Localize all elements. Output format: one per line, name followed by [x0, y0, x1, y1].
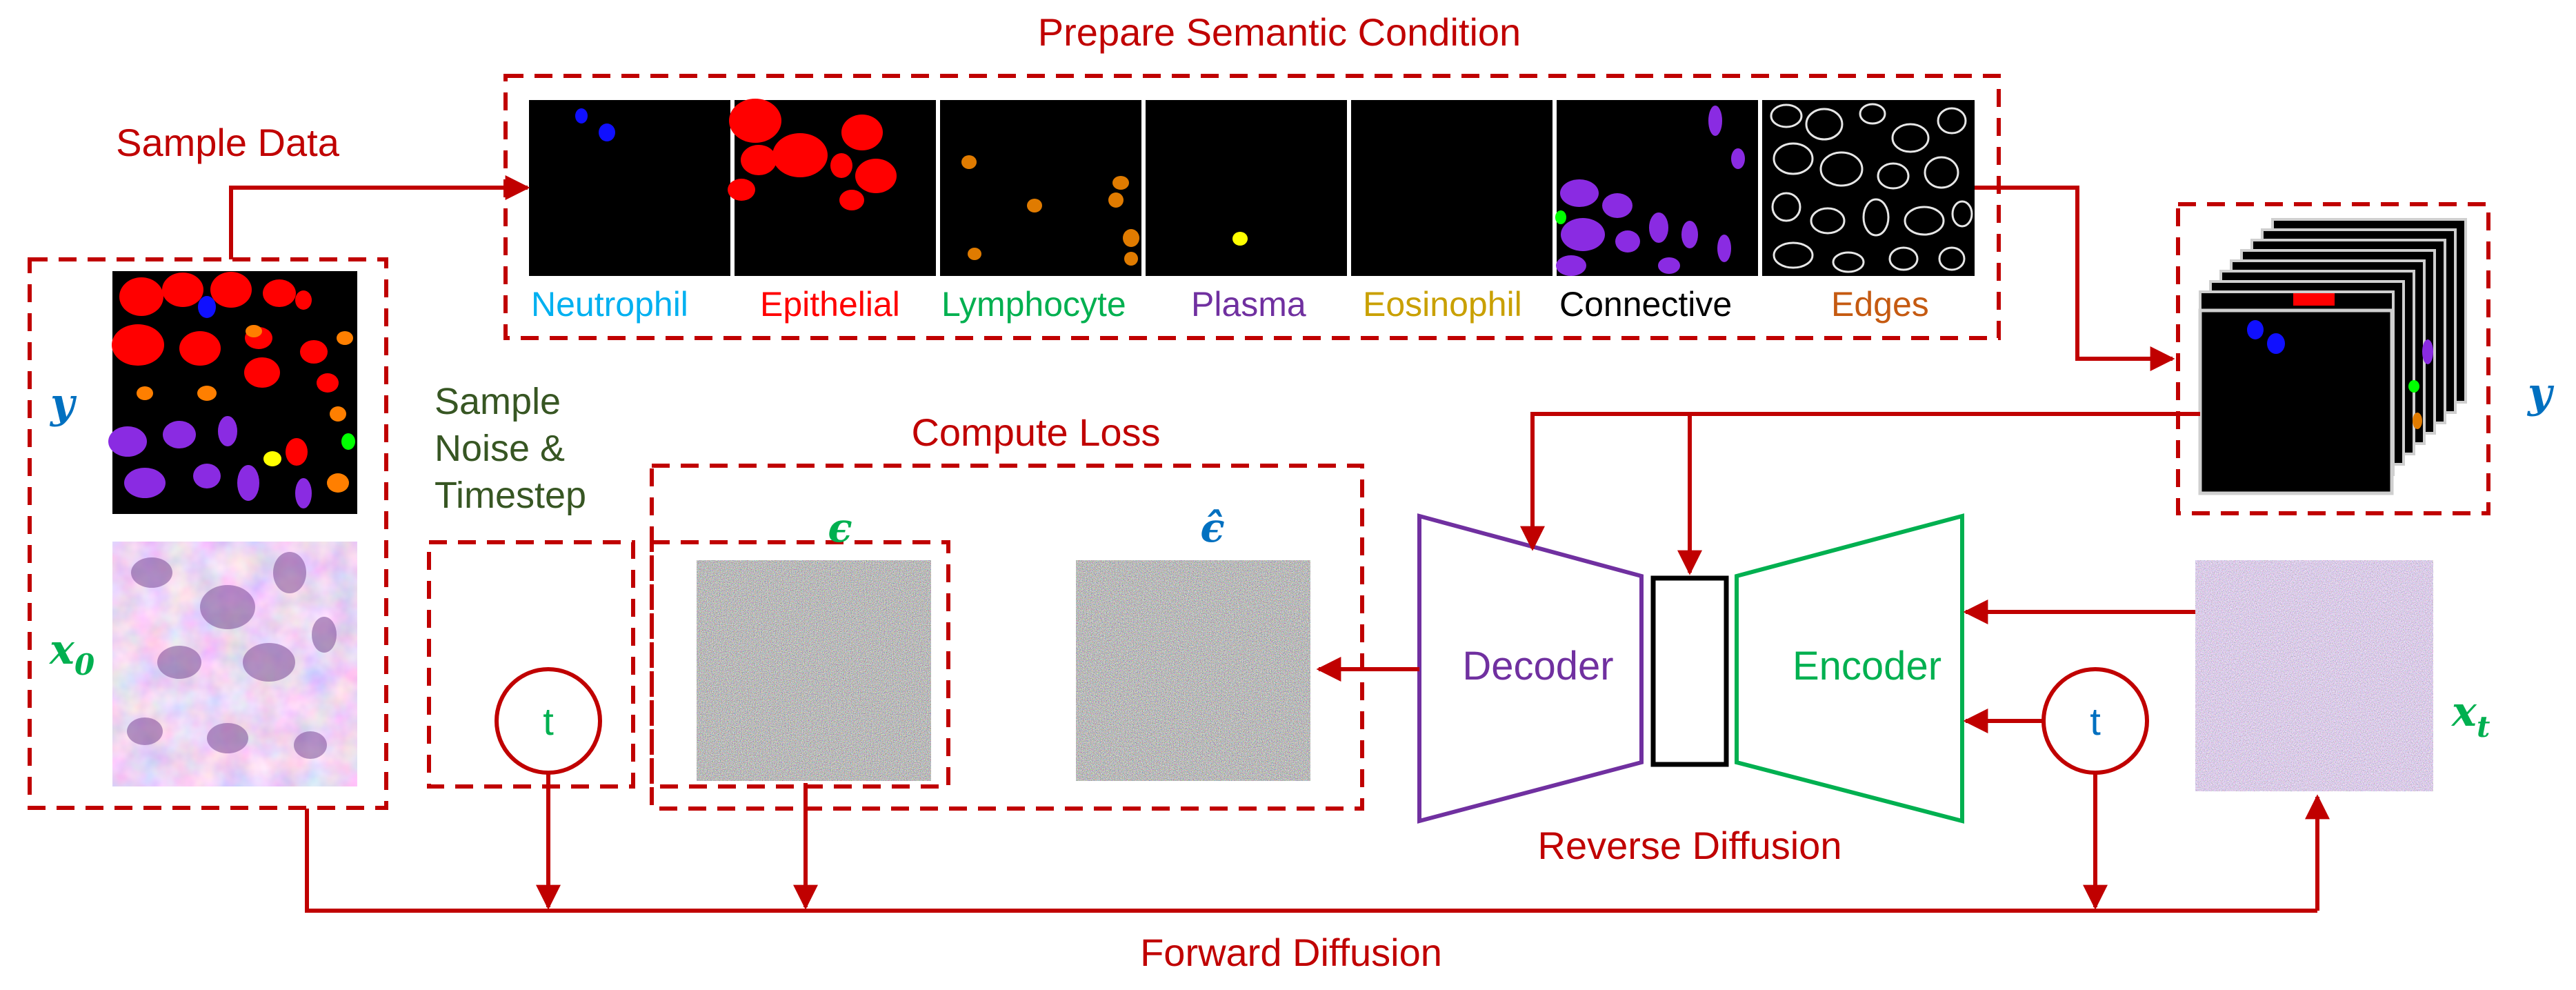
semantic-condition-box [503, 74, 2001, 340]
map-neutrophil [529, 100, 730, 276]
map-plasma [1146, 100, 1347, 276]
epsilon-hat-label: ϵ̂ [1200, 504, 1224, 551]
sample-noise-line1: Sample [435, 381, 561, 422]
sample-data-title: Sample Data [116, 121, 340, 164]
arrow-sample-to-semantic [229, 175, 530, 259]
sample-noise-box [427, 540, 635, 789]
sample-data-box [28, 257, 388, 810]
map-edges [1762, 100, 1975, 276]
xt-subscript: t [2477, 710, 2490, 744]
epsilon-label: ϵ [828, 504, 852, 551]
sample-noise-line3: Timestep [435, 475, 586, 516]
forward-diffusion-line [305, 809, 2317, 913]
sample-noise-title: Sample Noise & Timestep [435, 381, 586, 516]
class-labels: Neutrophil Epithelial Lymphocyte Plasma … [531, 285, 1929, 324]
noise-image-epsilon [697, 560, 931, 781]
encoder-label: Encoder [1793, 644, 1941, 689]
stacked-masks [2198, 218, 2467, 495]
class-label-eosinophil: Eosinophil [1363, 285, 1522, 324]
class-label-connective: Connective [1559, 285, 1732, 324]
stacked-masks-box [2176, 202, 2490, 515]
xt-symbol: x [2450, 688, 2477, 736]
map-lymphocyte [940, 100, 1141, 276]
epsilon-box [650, 540, 950, 789]
y-label-right: y [2526, 369, 2555, 417]
map-eosinophil [1351, 100, 1552, 276]
timestep-t-left: t [543, 700, 554, 743]
x0-subscript: 0 [74, 648, 94, 682]
arrow-semantic-to-stack [1975, 186, 2175, 371]
forward-diffusion-label: Forward Diffusion [1140, 931, 1442, 974]
noisy-image-xt [2195, 560, 2433, 791]
class-label-edges: Edges [1831, 285, 1929, 324]
bottleneck-block [1650, 575, 1729, 767]
xt-label: x t [2450, 688, 2490, 744]
semantic-maps-row [529, 99, 1975, 276]
mask-image-y [108, 271, 357, 514]
timestep-t-right: t [2090, 700, 2101, 743]
class-label-plasma: Plasma [1191, 285, 1306, 324]
reverse-diffusion-label: Reverse Diffusion [1538, 824, 1842, 867]
y-label-left: y [49, 379, 77, 428]
x0-label: x 0 [48, 626, 94, 682]
map-epithelial [728, 99, 936, 276]
compute-loss-title: Compute Loss [911, 410, 1160, 454]
class-label-epithelial: Epithelial [760, 285, 900, 324]
decoder-trapezoid [1417, 513, 1644, 824]
decoder-label: Decoder [1462, 644, 1613, 689]
noise-image-epsilon-hat [1076, 560, 1310, 781]
class-label-lymphocyte: Lymphocyte [941, 285, 1126, 324]
prepare-semantic-title: Prepare Semantic Condition [1038, 10, 1521, 54]
connectors [229, 175, 2330, 913]
sample-noise-line2: Noise & [435, 428, 565, 469]
class-label-neutrophil: Neutrophil [531, 285, 688, 324]
x0-symbol: x [48, 626, 75, 674]
map-connective [1555, 100, 1758, 276]
tissue-image-x0 [112, 542, 357, 786]
encoder-trapezoid [1735, 513, 1964, 824]
arrow-condition-line [1520, 412, 2200, 551]
compute-loss-box [650, 464, 1364, 811]
